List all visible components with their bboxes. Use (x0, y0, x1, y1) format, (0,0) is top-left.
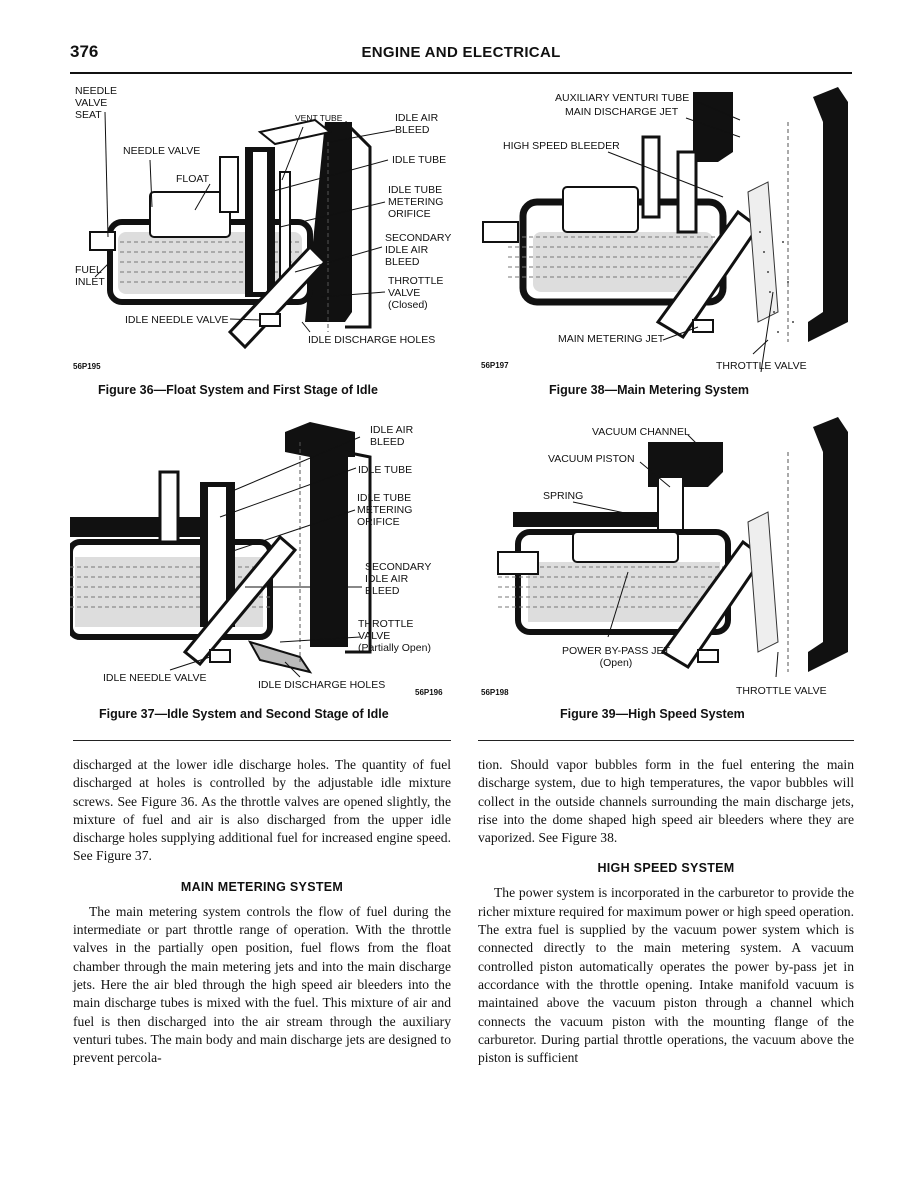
label-throttle-valve: THROTTLE VALVE (716, 360, 807, 372)
label-vacuum-channel: VACUUM CHANNEL (592, 426, 690, 438)
carburetor-diagram-38 (482, 87, 848, 372)
label-float: FLOAT (176, 173, 210, 185)
figure-code: 56P198 (481, 688, 509, 697)
figure-39: VACUUM CHANNEL VACUUM PISTON SPRING POWE… (478, 412, 858, 702)
label-spring: SPRING (543, 490, 584, 502)
label-secondary-idle-air-bleed: SECONDARY IDLE AIR BLEED (385, 232, 452, 268)
figure-39-caption: Figure 39—High Speed System (560, 707, 745, 721)
label-idle-discharge-holes: IDLE DISCHARGE HOLES (258, 679, 386, 691)
figure-38-caption: Figure 38—Main Metering System (549, 383, 750, 397)
label-fuel-inlet: FUEL INLET (75, 264, 105, 288)
paragraph: tion. Should vapor bubbles form in the f… (478, 757, 854, 846)
label-idle-needle-valve: IDLE NEEDLE VALVE (125, 314, 229, 326)
paragraph: discharged at the lower idle discharge h… (73, 757, 451, 864)
label-throttle-valve-partially-open: THROTTLE VALVE (Partially Open) (358, 618, 431, 654)
label-idle-discharge-holes: IDLE DISCHARGE HOLES (308, 334, 436, 346)
label-needle-valve: NEEDLE VALVE (123, 145, 201, 157)
label-vacuum-piston: VACUUM PISTON (548, 453, 635, 465)
carburetor-diagram-36 (89, 111, 396, 350)
figure-code: 56P197 (481, 361, 509, 370)
label-vent-tube: VENT TUBE (295, 113, 343, 123)
label-needle-valve-seat: NEEDLE VALVE SEAT (75, 85, 118, 121)
figure-36-caption: Figure 36—Float System and First Stage o… (98, 383, 378, 397)
carburetor-diagram-37 (70, 422, 372, 678)
label-secondary-idle-air-bleed: SECONDARY IDLE AIR BLEED (365, 561, 432, 597)
page-header: 376 ENGINE AND ELECTRICAL (70, 42, 852, 74)
paragraph: The main metering system controls the fl… (73, 903, 451, 1066)
paragraph: The power system is incorporated in the … (478, 885, 854, 1066)
figure-37: IDLE AIR BLEED IDLE TUBE IDLE TUBE METER… (70, 412, 450, 702)
label-idle-tube-metering-orifice: IDLE TUBE METERING ORIFICE (388, 184, 444, 220)
label-idle-air-bleed: IDLE AIR BLEED (370, 424, 414, 448)
label-throttle-valve: THROTTLE VALVE (736, 685, 827, 697)
figure-36: NEEDLE VALVE SEAT VENT TUBE IDLE AIR BLE… (70, 82, 452, 372)
label-power-bypass-jet: POWER BY-PASS JET (Open) (562, 645, 670, 669)
right-column: tion. Should vapor bubbles form in the f… (478, 756, 854, 1067)
left-column: discharged at the lower idle discharge h… (73, 756, 451, 1067)
figure-38: AUXILIARY VENTURI TUBE MAIN DISCHARGE JE… (478, 82, 858, 372)
figure-code: 56P195 (73, 362, 101, 371)
divider-right (478, 740, 854, 741)
label-auxiliary-venturi-tube: AUXILIARY VENTURI TUBE (555, 92, 690, 104)
section-heading-high-speed: HIGH SPEED SYSTEM (597, 861, 735, 876)
figure-code: 56P196 (415, 688, 443, 697)
label-idle-air-bleed: IDLE AIR BLEED (395, 112, 439, 136)
label-high-speed-bleeder: HIGH SPEED BLEEDER (503, 140, 620, 152)
figure-37-caption: Figure 37—Idle System and Second Stage o… (99, 707, 389, 721)
label-idle-tube: IDLE TUBE (392, 154, 447, 166)
section-heading-main-metering: MAIN METERING SYSTEM (180, 879, 344, 894)
carburetor-diagram-39 (497, 417, 848, 678)
label-throttle-valve-closed: THROTTLE VALVE (Closed) (388, 275, 444, 311)
label-main-metering-jet: MAIN METERING JET (558, 333, 665, 345)
label-main-discharge-jet: MAIN DISCHARGE JET (565, 106, 679, 118)
divider-left (73, 740, 451, 741)
page-number: 376 (70, 42, 99, 61)
label-idle-needle-valve: IDLE NEEDLE VALVE (103, 672, 207, 684)
page-title: ENGINE AND ELECTRICAL (361, 44, 561, 61)
label-idle-tube: IDLE TUBE (358, 464, 413, 476)
label-idle-tube-metering-orifice: IDLE TUBE METERING ORIFICE (357, 492, 413, 528)
